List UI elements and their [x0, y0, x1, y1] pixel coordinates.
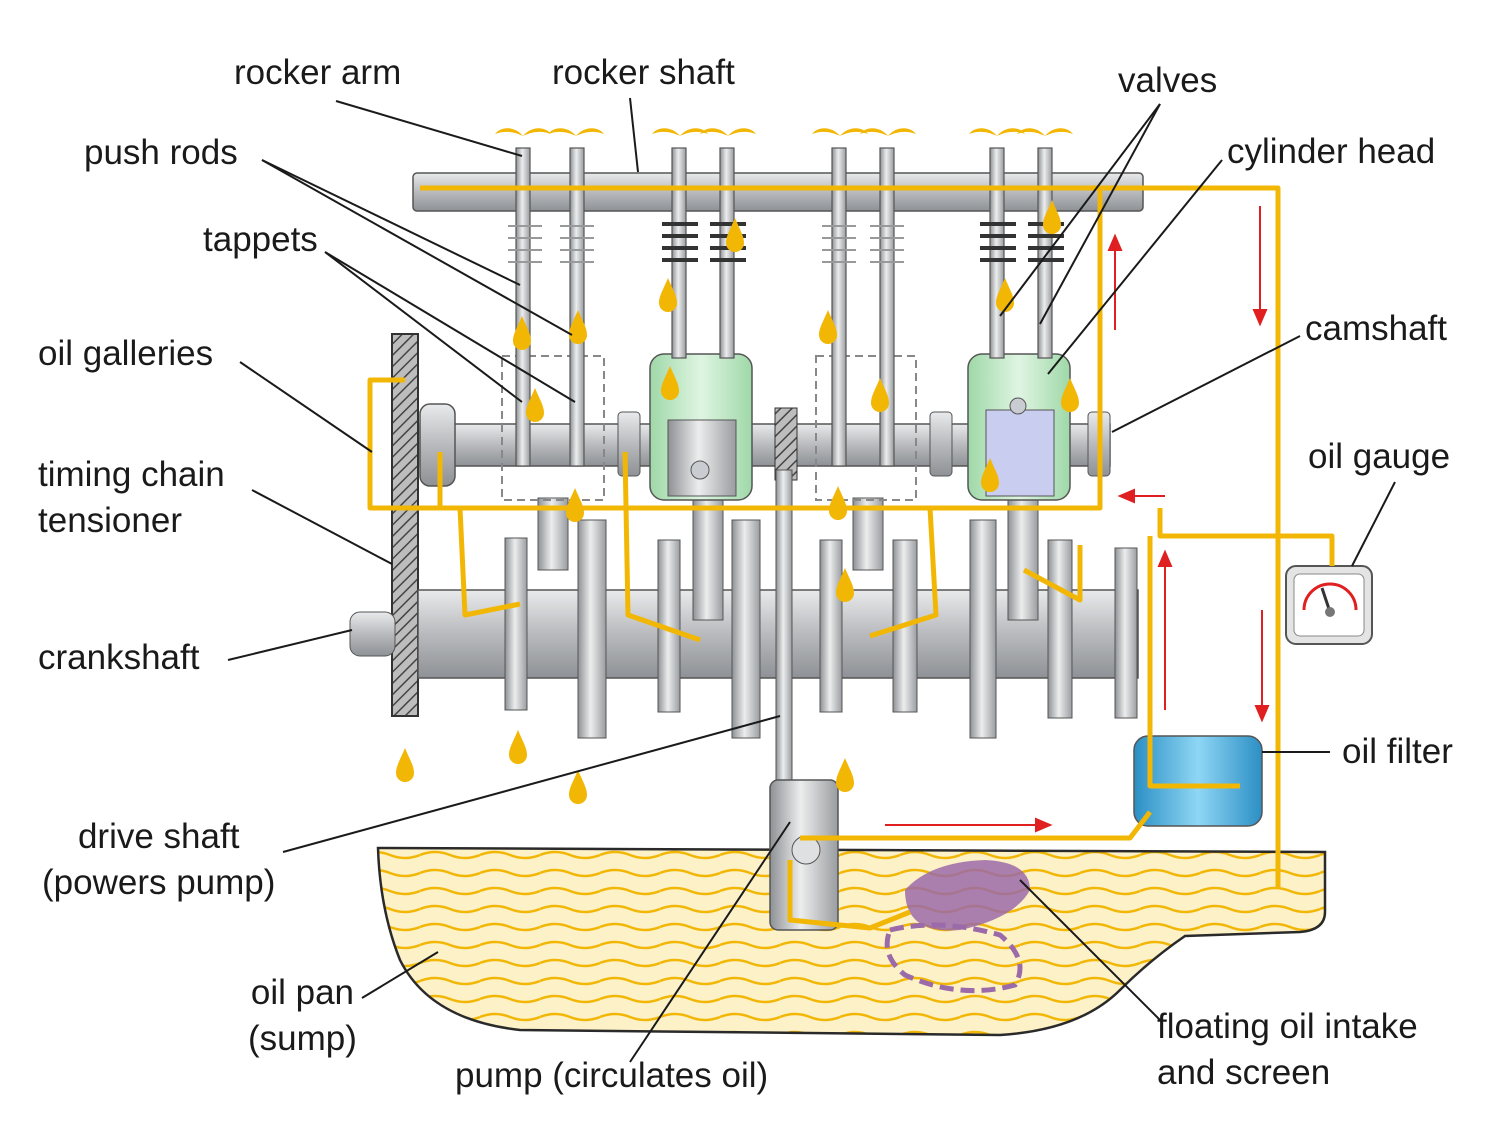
label-push-rods: push rods — [84, 133, 238, 172]
label-rocker-arm: rocker arm — [234, 53, 402, 92]
label-floating-intake-line-1: floating oil intake — [1157, 1007, 1418, 1046]
cylinder-1 — [649, 353, 753, 501]
label-oil-pan: oil pan (sump) — [248, 970, 357, 1062]
timing-chain — [391, 333, 419, 717]
flow-arrow-icon — [885, 206, 1270, 833]
oil-pan — [376, 846, 1327, 1037]
label-timing-chain-tensioner: timing chain tensioner — [38, 452, 225, 544]
oil-filter — [1133, 735, 1263, 827]
label-floating-intake-line-2: and screen — [1157, 1053, 1331, 1092]
label-floating-intake: floating oil intake and screen — [1157, 1004, 1418, 1096]
label-timing-chain-line-1: timing chain — [38, 455, 225, 494]
tappet-box-2 — [815, 355, 917, 501]
label-rocker-shaft: rocker shaft — [552, 53, 735, 92]
label-drive-shaft-line-2: (powers pump) — [42, 863, 276, 902]
label-oil-filter: oil filter — [1342, 732, 1453, 771]
label-oil-pan-line-1: oil pan — [250, 973, 355, 1012]
leader-lines — [227, 97, 1396, 1063]
label-cylinder-head: cylinder head — [1227, 132, 1436, 171]
label-oil-galleries: oil galleries — [38, 334, 214, 373]
valve-springs-faded — [508, 225, 904, 263]
label-tappets: tappets — [203, 220, 318, 259]
label-valves: valves — [1118, 61, 1218, 100]
tappet-box-1 — [501, 355, 605, 501]
oil-gauge — [1285, 565, 1373, 645]
oil-splash — [495, 128, 1073, 136]
rocker-shaft — [412, 172, 1144, 212]
oil-pump — [769, 469, 839, 931]
label-drive-shaft: drive shaft (powers pump) — [42, 814, 275, 906]
label-camshaft: camshaft — [1305, 309, 1447, 348]
label-timing-chain-line-2: tensioner — [38, 501, 182, 540]
label-oil-pan-line-2: (sump) — [248, 1019, 357, 1058]
label-pump: pump (circulates oil) — [455, 1056, 769, 1095]
floating-intake — [884, 860, 1030, 994]
label-crankshaft: crankshaft — [38, 638, 200, 677]
label-drive-shaft-line-1: drive shaft — [77, 817, 240, 856]
oil-galleries — [367, 185, 1335, 931]
label-oil-gauge: oil gauge — [1308, 437, 1451, 476]
